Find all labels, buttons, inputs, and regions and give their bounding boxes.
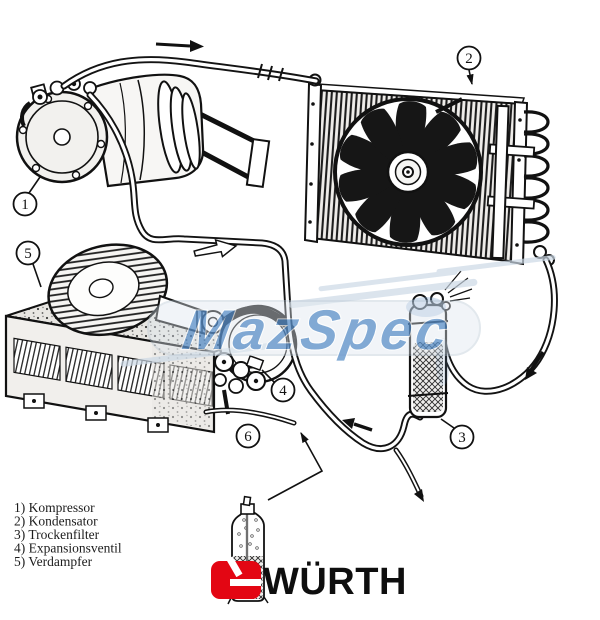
refrigerant-hoses: [60, 56, 558, 499]
flow-arrow-stub: [414, 489, 424, 502]
condenser-fan: [333, 97, 483, 247]
blower-wheel: [47, 243, 169, 337]
watermark-text: MazSpec: [179, 298, 458, 361]
flow-arrow-liquid-line: [342, 418, 373, 432]
callout-5: 5: [15, 240, 41, 266]
evaporator-illustration: [4, 243, 298, 434]
fan-blades: [338, 101, 478, 243]
callout-2: 2: [456, 45, 482, 71]
callout-6: 6: [235, 423, 261, 449]
wuerth-logo-text: WÜRTH: [263, 560, 407, 603]
wuerth-emblem-icon: [211, 556, 261, 599]
compressor-clutch-rings: [157, 80, 201, 174]
svg-text:5: 5: [24, 246, 32, 262]
wuerth-logo: WÜRTH: [211, 556, 407, 603]
svg-text:3: 3: [458, 430, 466, 446]
legend-item-4: 4) Expansionsventil: [14, 541, 122, 556]
legend-item-3: 3) Trockenfilter: [14, 527, 100, 542]
compressor-bolts: [18, 94, 106, 180]
callout-1: 1: [12, 191, 38, 217]
blower-shaft-cone: [154, 294, 207, 336]
watermark-streaks: [120, 254, 556, 367]
legend: 1) Kompressor 2) Kondensator 3) Trockenf…: [14, 500, 122, 569]
receiver-drier-illustration: [406, 270, 473, 419]
svg-text:4: 4: [279, 383, 287, 399]
svg-text:1: 1: [21, 197, 29, 213]
flow-arrow-drier-hose: [525, 351, 545, 380]
callout-3: 3: [449, 424, 475, 450]
callouts: 1 2 3 4 5 6: [12, 45, 482, 450]
evaporator-feet: [23, 393, 169, 433]
compressor-illustration: [15, 73, 271, 189]
watermark: MazSpec: [120, 254, 556, 367]
watermark-blue-tint: [406, 297, 446, 317]
svg-text:6: 6: [244, 429, 252, 445]
flow-arrow-top: [155, 40, 204, 52]
svg-text:2: 2: [465, 51, 473, 67]
expansion-valve-cluster: [213, 352, 266, 415]
flow-arrows: [155, 40, 545, 502]
condenser-serpentine-tubes: [523, 110, 550, 244]
legend-item-5: 5) Verdampfer: [14, 554, 93, 569]
legend-item-1: 1) Kompressor: [14, 500, 95, 515]
callout-4: 4: [270, 377, 296, 403]
flow-arrow-outline: [193, 238, 238, 258]
legend-item-2: 2) Kondensator: [14, 514, 98, 529]
condenser-illustration: [303, 73, 555, 266]
pointer-line: [267, 431, 324, 501]
